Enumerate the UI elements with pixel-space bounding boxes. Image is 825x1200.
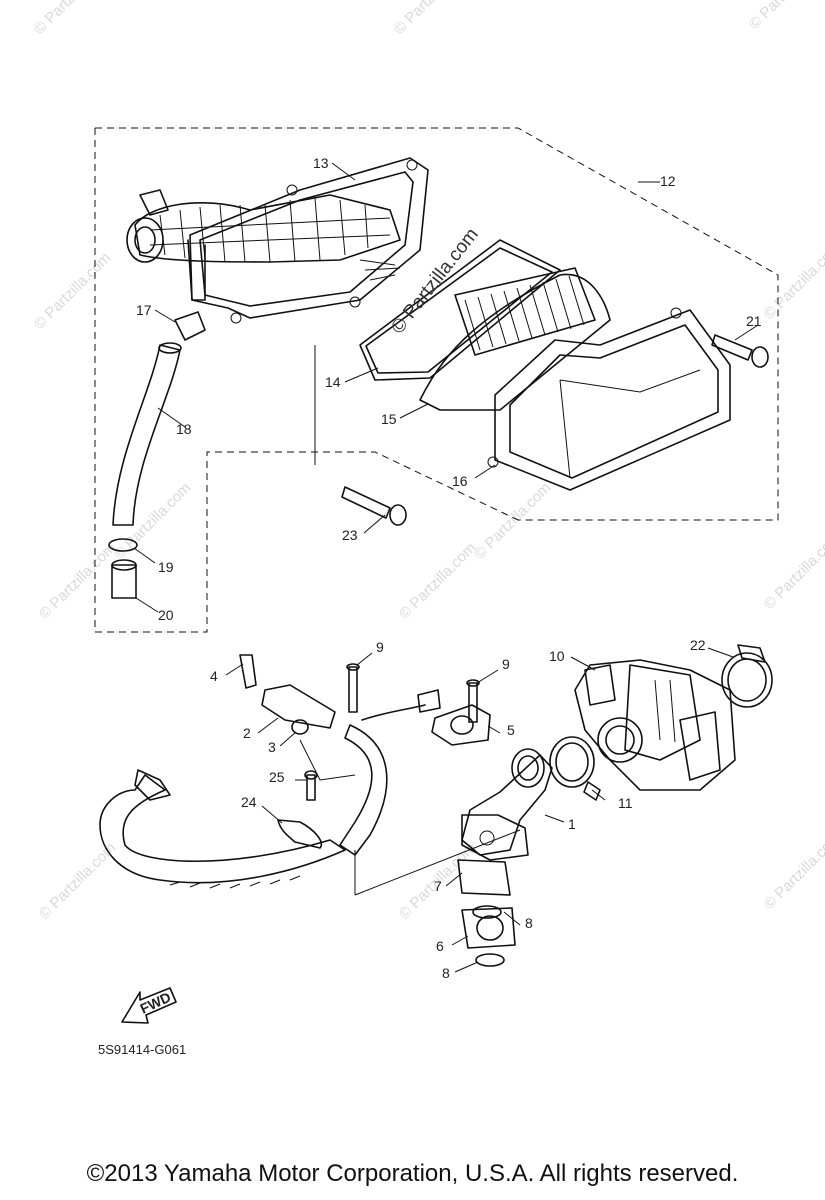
callout-8b: 8 — [442, 965, 450, 981]
callout-21: 21 — [746, 313, 762, 329]
callout-6: 6 — [436, 938, 444, 954]
callout-3: 3 — [268, 739, 276, 755]
partzilla-watermark: © Partzilla.com — [387, 224, 482, 338]
callout-8a: 8 — [525, 915, 533, 931]
callout-19: 19 — [158, 559, 174, 575]
fwd-label: FWD — [138, 989, 174, 1017]
callout-25: 25 — [269, 769, 285, 785]
leader-lines — [133, 162, 759, 973]
callout-7: 7 — [434, 878, 442, 894]
copyright-notice: ©2013 Yamaha Motor Corporation, U.S.A. A… — [86, 1160, 739, 1187]
fwd-arrow: FWD — [121, 987, 177, 1024]
callout-11: 11 — [618, 795, 633, 811]
watermark: © Partzilla.com — [471, 479, 554, 562]
screw-21 — [711, 334, 769, 368]
air-cleaner-case-bottom — [487, 307, 731, 491]
clamp-22 — [721, 644, 773, 708]
watermark: © Partzilla.com — [391, 0, 474, 38]
bolts-9 — [346, 663, 480, 723]
intake-joint-1 — [461, 748, 553, 861]
callout-5: 5 — [507, 722, 515, 738]
watermark: © Partzilla.com — [36, 539, 119, 622]
callout-labels: 1 2 3 4 5 6 7 8 8 9 9 10 11 12 13 14 15 … — [136, 155, 762, 981]
callout-15: 15 — [381, 411, 397, 427]
callout-24: 24 — [241, 794, 257, 810]
hose-clamp-10 — [584, 664, 616, 706]
air-filter-element — [419, 267, 611, 411]
air-cleaner-case-top — [126, 157, 429, 324]
fuel-injector-2 — [239, 654, 441, 735]
callout-17: 17 — [136, 302, 152, 318]
clamp-11 — [549, 736, 601, 801]
watermark: © Partzilla.com — [396, 539, 479, 622]
callout-2: 2 — [243, 725, 251, 741]
callout-12: 12 — [660, 173, 676, 189]
callout-9a: 9 — [376, 639, 384, 655]
callout-4: 4 — [210, 668, 218, 684]
callout-9b: 9 — [502, 656, 510, 672]
watermark: © Partzilla.com — [761, 239, 825, 322]
insulator-5 — [431, 704, 491, 746]
assembly-boundary — [94, 127, 779, 633]
watermark: © Partzilla.com — [746, 0, 825, 33]
throttle-body — [574, 659, 736, 791]
gasket-7-joint-6 — [457, 859, 516, 967]
callout-14: 14 — [325, 374, 341, 390]
parts-diagram: © Partzilla.com © Partzilla.com © Partzi… — [31, 0, 825, 1057]
callout-22: 22 — [690, 637, 706, 653]
watermark: © Partzilla.com — [761, 529, 825, 612]
watermark: © Partzilla.com — [31, 0, 114, 38]
watermark: © Partzilla.com — [36, 839, 119, 922]
watermark: © Partzilla.com — [31, 249, 114, 332]
callout-20: 20 — [158, 607, 174, 623]
diagram-code: 5S91414-G061 — [98, 1042, 186, 1057]
callout-1: 1 — [568, 816, 576, 832]
callout-13: 13 — [313, 155, 329, 171]
callout-23: 23 — [342, 527, 358, 543]
callout-18: 18 — [176, 421, 192, 437]
callout-10: 10 — [549, 648, 565, 664]
screw-23 — [341, 486, 407, 526]
watermark: © Partzilla.com — [761, 829, 825, 912]
callout-16: 16 — [452, 473, 468, 489]
